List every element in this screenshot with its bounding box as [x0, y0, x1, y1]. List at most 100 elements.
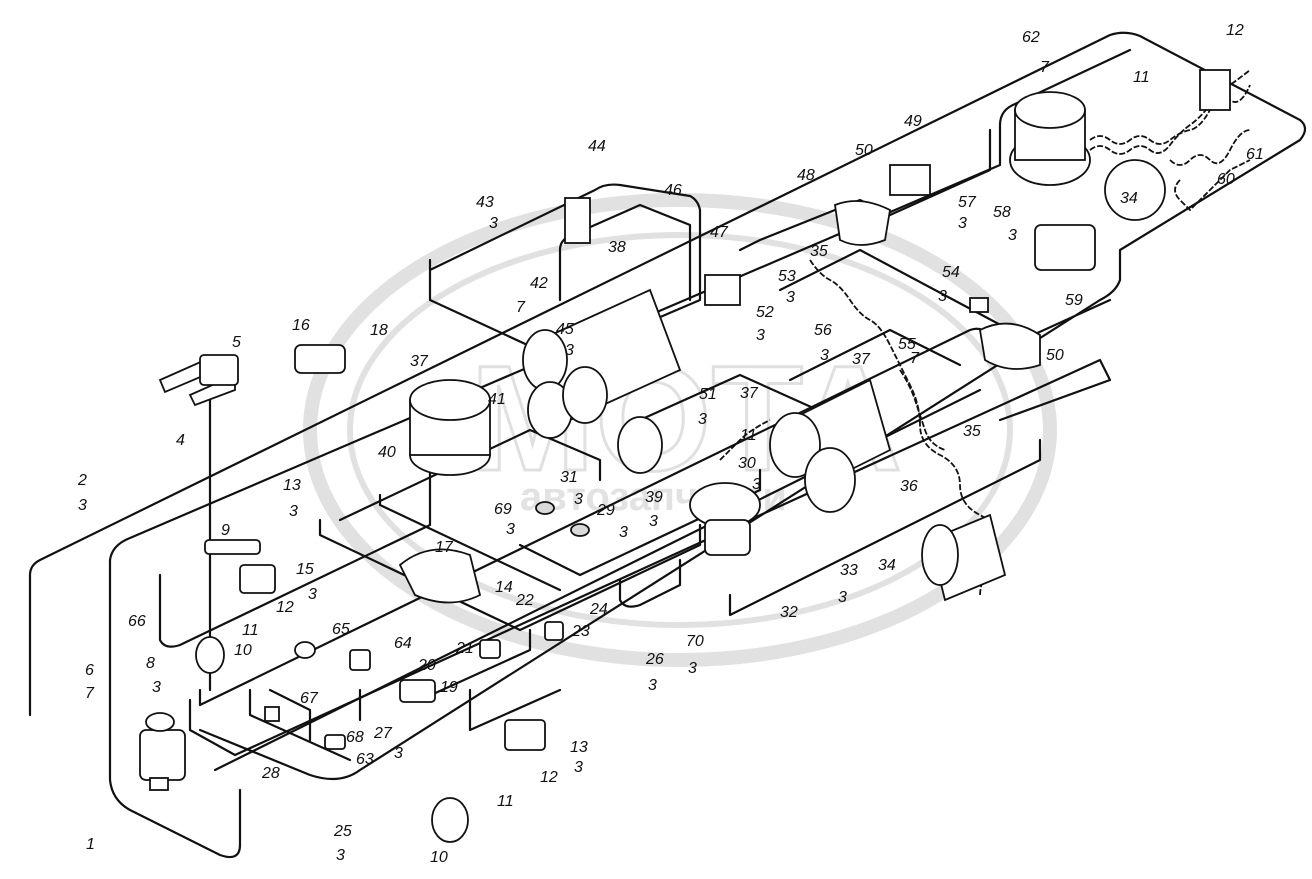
valve-23	[544, 621, 564, 641]
label-45: 45	[556, 321, 574, 338]
label-20: 20	[417, 657, 436, 674]
main-valve-1	[139, 712, 186, 791]
label-66: 66	[128, 613, 146, 630]
label-21: 21	[455, 640, 474, 657]
label-34-front: 34	[878, 557, 896, 574]
air-tank-38	[522, 288, 682, 439]
label-26: 26	[645, 651, 664, 668]
brake-chamber-34	[1009, 91, 1166, 221]
label-41: 41	[488, 391, 506, 408]
label-14: 14	[495, 579, 513, 596]
compressor-icon	[294, 344, 346, 374]
label-12: 12	[276, 599, 294, 616]
valve-12-rear	[1199, 69, 1231, 111]
label-53: 53	[778, 268, 796, 285]
label-47: 47	[710, 224, 729, 241]
label-32: 32	[780, 604, 798, 621]
relay-valve-50-top	[834, 200, 891, 246]
label-15: 15	[296, 561, 314, 578]
brake-chamber-34-front	[921, 513, 1007, 602]
label-31: 31	[560, 469, 578, 486]
label-35-right: 35	[963, 423, 981, 440]
label-36: 36	[900, 478, 918, 495]
label-27: 27	[373, 725, 393, 742]
label-8: 8	[146, 655, 155, 672]
label-25: 25	[333, 823, 352, 840]
label-67: 67	[300, 690, 319, 707]
label-3: 3	[78, 497, 87, 514]
sublabel-62: 7	[1040, 59, 1050, 76]
air-horn-icon	[158, 354, 239, 407]
label-37-right: 37	[852, 351, 871, 368]
label-23: 23	[571, 623, 590, 640]
valve-28	[264, 706, 280, 722]
label-19: 19	[440, 679, 458, 696]
sublabel-29: 3	[619, 524, 628, 541]
valve-65	[294, 641, 316, 659]
label-51: 51	[699, 386, 717, 403]
label-6: 6	[85, 662, 94, 679]
sublabel-25: 3	[336, 847, 345, 864]
valve-12-bottom	[504, 719, 546, 751]
label-34-rear: 34	[1120, 190, 1138, 207]
sublabel-56: 3	[820, 347, 829, 364]
label-1: 1	[86, 836, 95, 853]
label-58: 58	[993, 204, 1011, 221]
sublabel-58: 3	[1008, 227, 1017, 244]
label-11: 11	[242, 622, 259, 639]
sublabel-31: 3	[574, 491, 583, 508]
valve-59	[1034, 224, 1096, 271]
sublabel-13: 3	[289, 503, 298, 520]
air-reservoir-40	[409, 379, 491, 476]
label-4: 4	[176, 432, 185, 449]
label-44: 44	[588, 138, 606, 155]
sublabel-26: 3	[648, 677, 657, 694]
callout-labels: 1 2 3 4 5 6 7 8 9 10 11 12 13 14 15 16 1…	[77, 22, 1264, 866]
label-28: 28	[261, 765, 280, 782]
label-40: 40	[378, 444, 396, 461]
brake-valve-32	[689, 482, 761, 556]
valve-54	[969, 297, 989, 313]
label-12-rear: 12	[1226, 22, 1244, 39]
label-49: 49	[904, 113, 922, 130]
label-10: 10	[234, 642, 252, 659]
sublabel-39: 3	[649, 513, 658, 530]
label-13-bottom: 13	[570, 739, 588, 756]
label-60: 60	[1217, 171, 1235, 188]
label-10-bottom: 10	[430, 849, 448, 866]
valve-49	[889, 164, 931, 196]
label-7: 7	[85, 685, 95, 702]
label-37-middle: 37	[740, 385, 759, 402]
label-54: 54	[942, 264, 960, 281]
sublabel-54: 3	[938, 288, 947, 305]
label-13: 13	[283, 477, 301, 494]
label-62: 62	[1022, 29, 1040, 46]
sensor-29	[570, 523, 590, 537]
sublabel-15: 3	[308, 586, 317, 603]
valve-17	[398, 548, 482, 604]
label-50-top: 50	[855, 142, 873, 159]
label-59: 59	[1065, 292, 1083, 309]
label-9: 9	[221, 522, 230, 539]
sublabel-27: 3	[394, 745, 403, 762]
label-22: 22	[515, 592, 534, 609]
label-42: 42	[530, 275, 548, 292]
components	[139, 69, 1231, 843]
valve-63	[324, 734, 346, 750]
label-30: 30	[738, 455, 756, 472]
sublabel-43: 3	[489, 215, 498, 232]
label-43: 43	[476, 194, 494, 211]
label-48: 48	[797, 167, 815, 184]
label-17: 17	[435, 539, 454, 556]
label-63: 63	[356, 751, 374, 768]
label-50-right: 50	[1046, 347, 1064, 364]
label-24: 24	[589, 601, 608, 618]
label-52: 52	[756, 304, 774, 321]
label-16: 16	[292, 317, 310, 334]
label-56: 56	[814, 322, 832, 339]
label-29: 29	[596, 502, 615, 519]
label-38: 38	[608, 239, 626, 256]
sublabel-33: 3	[838, 589, 847, 606]
valve-64	[349, 649, 371, 671]
